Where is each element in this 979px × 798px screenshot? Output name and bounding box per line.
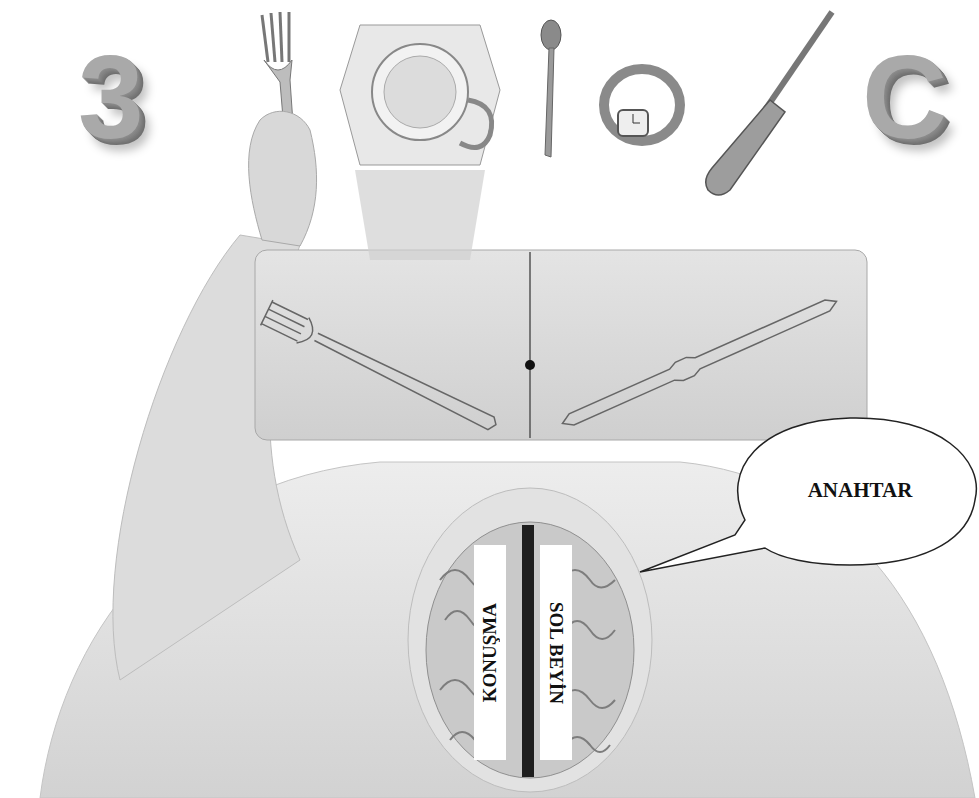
speech-bubble: [640, 418, 976, 572]
node-text: KONUŞMA: [479, 603, 501, 702]
spoon: [541, 20, 561, 157]
fork-outline: [261, 300, 502, 437]
node-text: SOL BEYİN: [545, 602, 567, 704]
screwdriver-outline: [558, 292, 840, 432]
node-text: ANAHTAR: [808, 478, 913, 503]
speech-bubble-text-box: ANAHTAR: [752, 465, 968, 515]
screwdriver: [706, 12, 832, 195]
brain-label-box: KONUŞMA: [474, 545, 506, 760]
fixation-dot: [525, 360, 535, 370]
screen: [255, 250, 867, 440]
brain-label-box: SOL BEYİN: [540, 545, 572, 760]
cup: [340, 25, 500, 260]
3d-character: C: [862, 38, 947, 156]
brain-midline: [522, 525, 534, 777]
hand: [249, 111, 317, 246]
head: [408, 488, 652, 792]
screen-divider: [529, 252, 531, 438]
watch: [604, 69, 680, 141]
brain: [426, 522, 634, 778]
3d-character: 3: [78, 38, 144, 156]
